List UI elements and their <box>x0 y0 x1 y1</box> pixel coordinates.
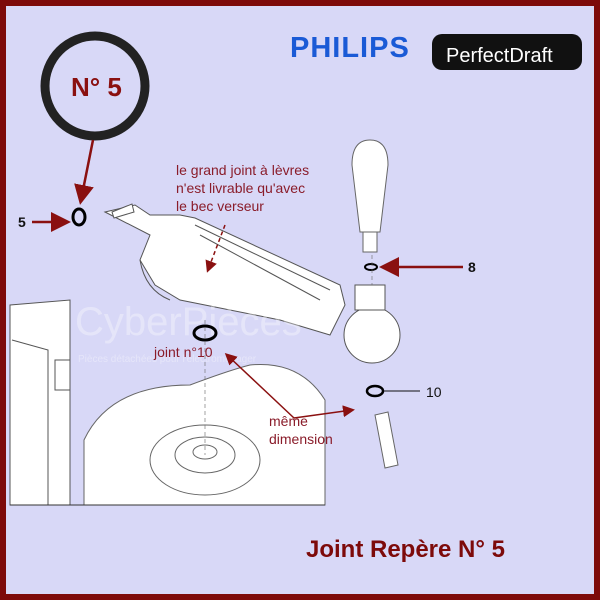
keg-top <box>10 363 326 506</box>
joint-10-label: joint n°10 <box>154 344 213 360</box>
philips-logo: PHILIPS <box>290 32 410 64</box>
part-number-8: 8 <box>468 259 476 275</box>
tap-handle <box>351 139 389 253</box>
note-line: n'est livrable qu'avec <box>176 180 306 196</box>
callout-arrows <box>32 139 463 419</box>
part-number-5: 5 <box>18 214 26 230</box>
perfectdraft-logo <box>432 34 582 70</box>
tap-body <box>103 203 401 364</box>
part-number-10: 10 <box>426 384 442 400</box>
note-line: même <box>269 413 308 429</box>
o-ring-10b-icon <box>365 384 385 398</box>
perfectdraft-logo-text: PerfectDraft <box>446 45 553 67</box>
same-size-note: même dimension <box>269 412 333 448</box>
part-badge: N° 5 <box>71 72 122 102</box>
spout-tube <box>374 411 399 469</box>
o-ring-large-icon <box>40 31 150 141</box>
svg-text:CyberPièces: CyberPièces <box>75 300 302 344</box>
watermark: CyberPièces Pièces détachées pour l'élec… <box>75 300 302 365</box>
o-ring-5-icon <box>71 207 87 227</box>
note-line: le bec verseur <box>176 198 264 214</box>
o-ring-10-icon <box>192 324 218 342</box>
note-line: dimension <box>269 431 333 447</box>
product-title: Joint Repère N° 5 <box>306 536 505 563</box>
svg-text:Pièces détachées pour l'électr: Pièces détachées pour l'électroménager <box>78 354 257 365</box>
machine-housing <box>9 299 71 506</box>
o-ring-8-icon <box>364 263 378 271</box>
lip-seal-note: le grand joint à lèvres n'est livrable q… <box>176 161 309 215</box>
note-line: le grand joint à lèvres <box>176 162 310 178</box>
